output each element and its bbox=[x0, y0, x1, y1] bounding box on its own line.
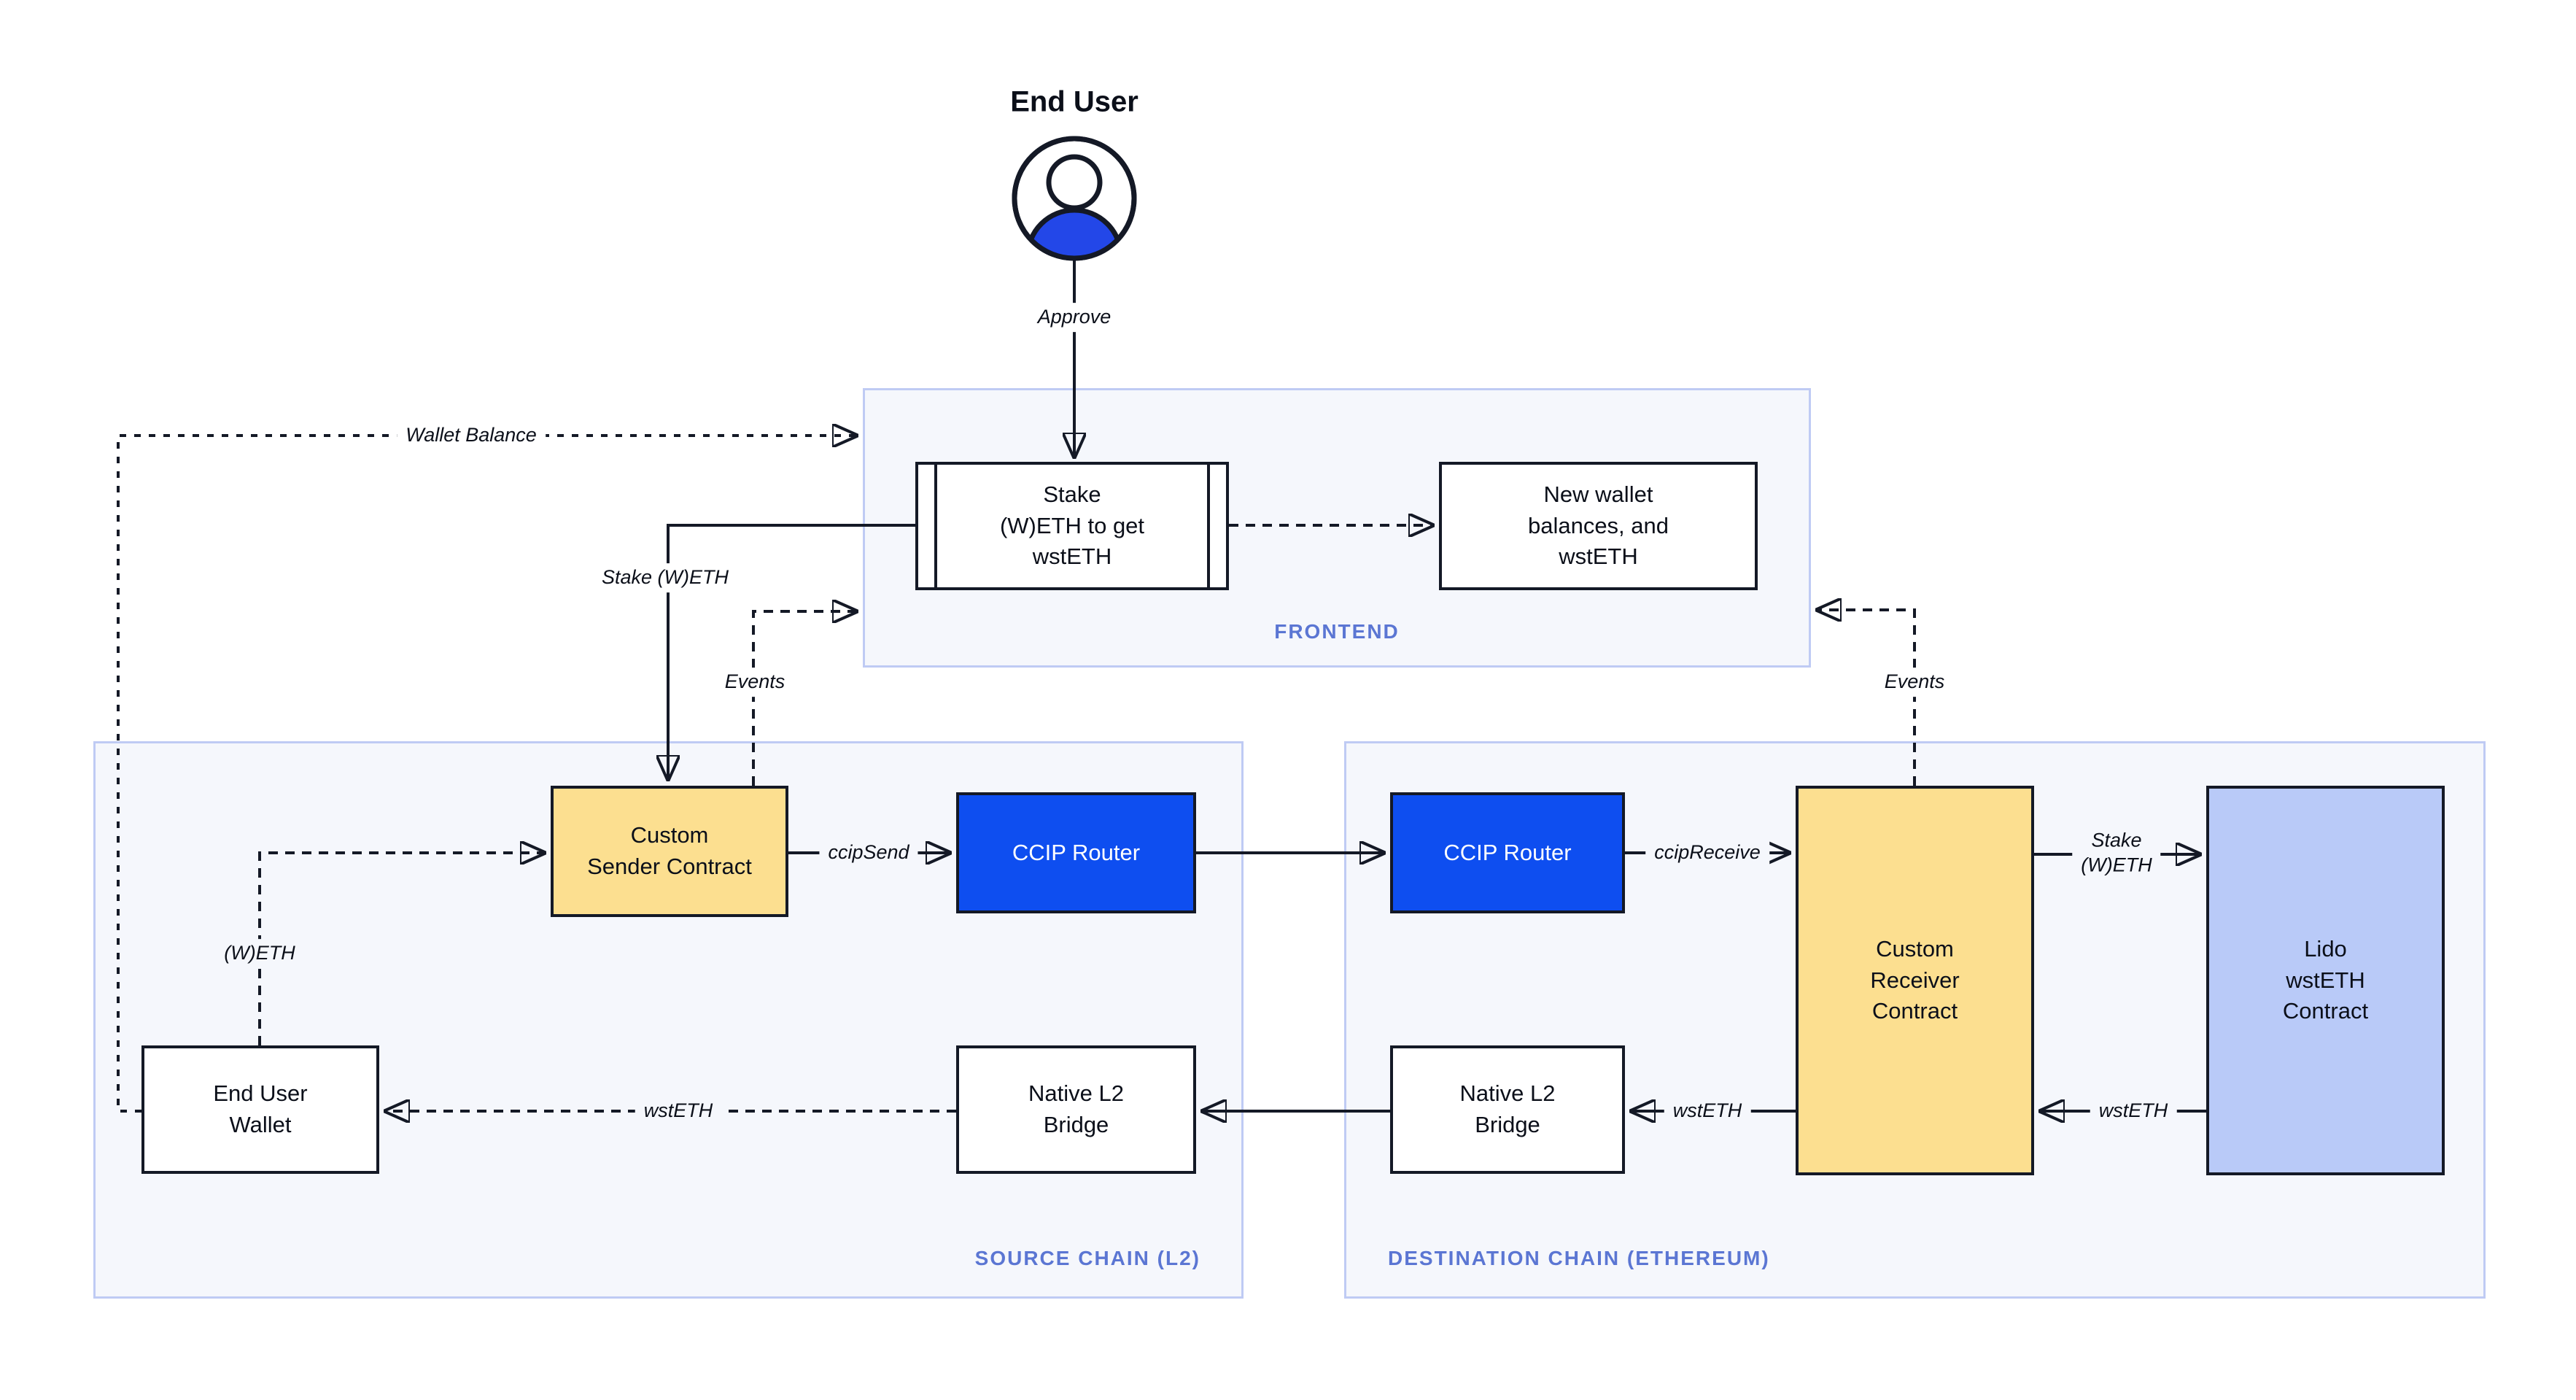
events-left-label: Events bbox=[715, 668, 794, 697]
new-wallet-box: New wallet balances, and wstETH bbox=[1439, 462, 1758, 590]
edge-events-left bbox=[752, 611, 858, 786]
new-wallet-text: New wallet balances, and wstETH bbox=[1527, 481, 1669, 570]
source-chain-label: SOURCE CHAIN (L2) bbox=[974, 1247, 1200, 1269]
lido-wsteth-contract-box: Lido wstETH Contract bbox=[2206, 786, 2445, 1175]
edge-stake-weth-to-sender bbox=[668, 524, 915, 781]
ccip-router-source-text: CCIP Router bbox=[1012, 839, 1141, 865]
destination-chain-label: DESTINATION CHAIN (ETHEREUM) bbox=[1388, 1247, 1770, 1269]
events-right-label: Events bbox=[1875, 668, 1954, 697]
native-l2-bridge-destination-box: Native L2 Bridge bbox=[1390, 1045, 1625, 1174]
ccip-send-label: ccipSend bbox=[819, 838, 918, 867]
weth-label: (W)ETH bbox=[215, 939, 304, 968]
wallet-balance-label: Wallet Balance bbox=[397, 421, 546, 450]
wsteth-to-wallet-label: wstETH bbox=[635, 1097, 722, 1126]
custom-sender-text: Custom Sender Contract bbox=[587, 822, 752, 879]
stake-weth-to-lido-label: Stake (W)ETH bbox=[2072, 826, 2161, 880]
frontend-label: FRONTEND bbox=[1274, 620, 1400, 643]
stake-weth-label: Stake (W)ETH bbox=[592, 563, 738, 592]
approve-label: Approve bbox=[1028, 303, 1120, 332]
lido-wsteth-text: Lido wstETH Contract bbox=[2282, 935, 2369, 1024]
wsteth-to-bridge-label: wstETH bbox=[1664, 1097, 1751, 1126]
native-l2-bridge-source-text: Native L2 Bridge bbox=[1028, 1080, 1124, 1137]
edge-wallet-balance bbox=[117, 436, 858, 1113]
edge-weth-to-sender bbox=[258, 853, 546, 1045]
ccip-router-destination-text: CCIP Router bbox=[1443, 839, 1572, 865]
wsteth-from-lido-label: wstETH bbox=[2090, 1097, 2177, 1126]
custom-receiver-text: Custom Receiver Contract bbox=[1870, 935, 1960, 1024]
stake-widget-box: Stake (W)ETH to get wstETH bbox=[915, 462, 1229, 590]
edge-events-right bbox=[1816, 610, 1916, 786]
stake-widget-text: Stake (W)ETH to get wstETH bbox=[999, 481, 1145, 570]
native-l2-bridge-destination-text: Native L2 Bridge bbox=[1459, 1080, 1556, 1137]
end-user-wallet-box: End User Wallet bbox=[141, 1045, 379, 1174]
ccip-router-source-box: CCIP Router bbox=[956, 792, 1196, 913]
end-user-icon bbox=[1012, 136, 1137, 261]
end-user-wallet-text: End User Wallet bbox=[213, 1080, 308, 1137]
end-user-title: End User bbox=[1010, 85, 1138, 118]
ccip-receive-label: ccipReceive bbox=[1645, 838, 1769, 867]
custom-sender-contract-box: Custom Sender Contract bbox=[551, 786, 788, 917]
ccip-router-destination-box: CCIP Router bbox=[1390, 792, 1625, 913]
native-l2-bridge-source-box: Native L2 Bridge bbox=[956, 1045, 1196, 1174]
custom-receiver-contract-box: Custom Receiver Contract bbox=[1796, 786, 2034, 1175]
